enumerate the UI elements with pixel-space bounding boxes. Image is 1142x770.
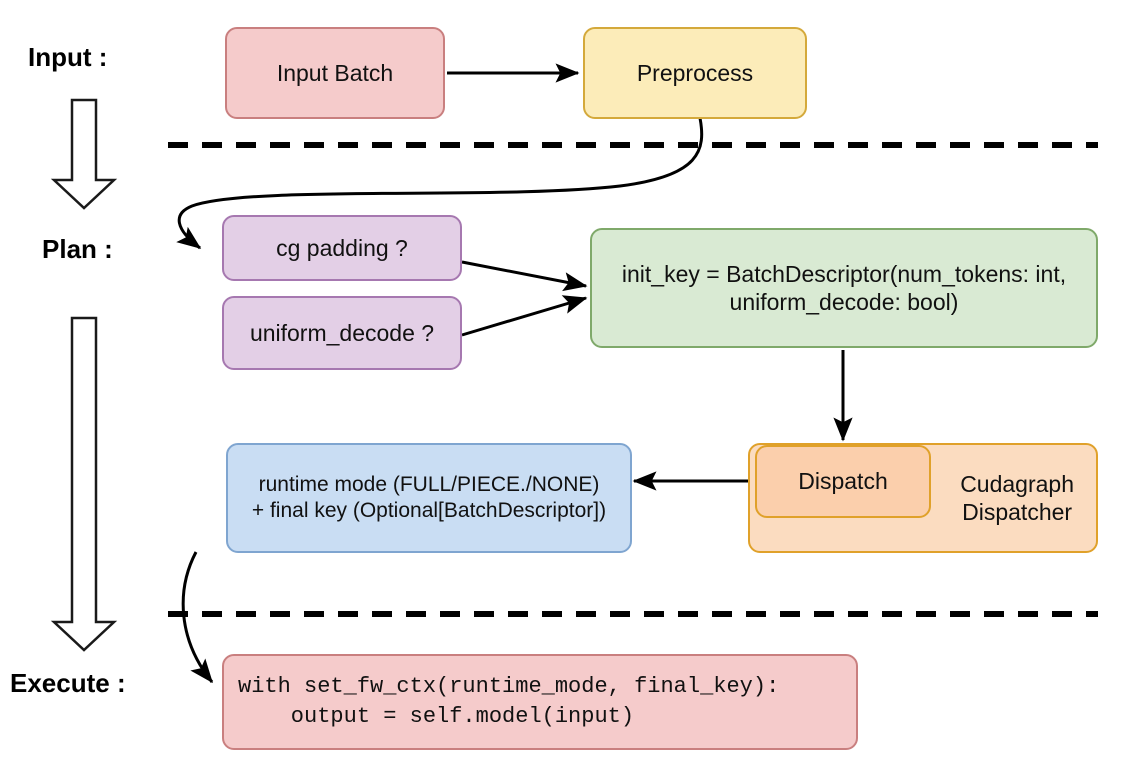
node-execute-code[interactable]: with set_fw_ctx(runtime_mode, final_key)… (222, 654, 858, 750)
node-init-key-label: init_key = BatchDescriptor(num_tokens: i… (621, 260, 1067, 315)
node-input-batch[interactable]: Input Batch (225, 27, 445, 119)
stage-label-plan: Plan : (42, 234, 113, 264)
arrow-runtime-mode-to-execute-code (181, 551, 214, 684)
node-cudagraph-dispatcher-label: Cudagraph Dispatcher (960, 470, 1074, 525)
node-preprocess[interactable]: Preprocess (583, 27, 807, 119)
node-runtime-mode[interactable]: runtime mode (FULL/PIECE./NONE) + final … (226, 443, 632, 553)
node-dispatch[interactable]: Dispatch (755, 445, 931, 518)
node-dispatch-label: Dispatch (798, 468, 888, 495)
node-preprocess-label: Preprocess (636, 59, 754, 86)
arrow-uniform-decode-to-init-key (461, 295, 588, 337)
node-uniform-decode[interactable]: uniform_decode ? (222, 296, 462, 370)
node-cg-padding-label: cg padding ? (276, 234, 408, 261)
node-runtime-mode-label: runtime mode (FULL/PIECE./NONE) + final … (251, 473, 607, 522)
stage-label-input: Input : (28, 42, 108, 72)
node-uniform-decode-label: uniform_decode ? (249, 319, 435, 346)
plan-to-execute-big-arrow (50, 316, 118, 652)
node-init-key[interactable]: init_key = BatchDescriptor(num_tokens: i… (590, 228, 1098, 348)
node-execute-code-label: with set_fw_ctx(runtime_mode, final_key)… (238, 674, 780, 729)
input-to-plan-big-arrow (50, 98, 118, 210)
node-input-batch-label: Input Batch (276, 59, 394, 86)
stage-label-execute: Execute : (10, 668, 126, 698)
node-cg-padding[interactable]: cg padding ? (222, 215, 462, 281)
arrow-cg-padding-to-init-key (461, 260, 588, 292)
